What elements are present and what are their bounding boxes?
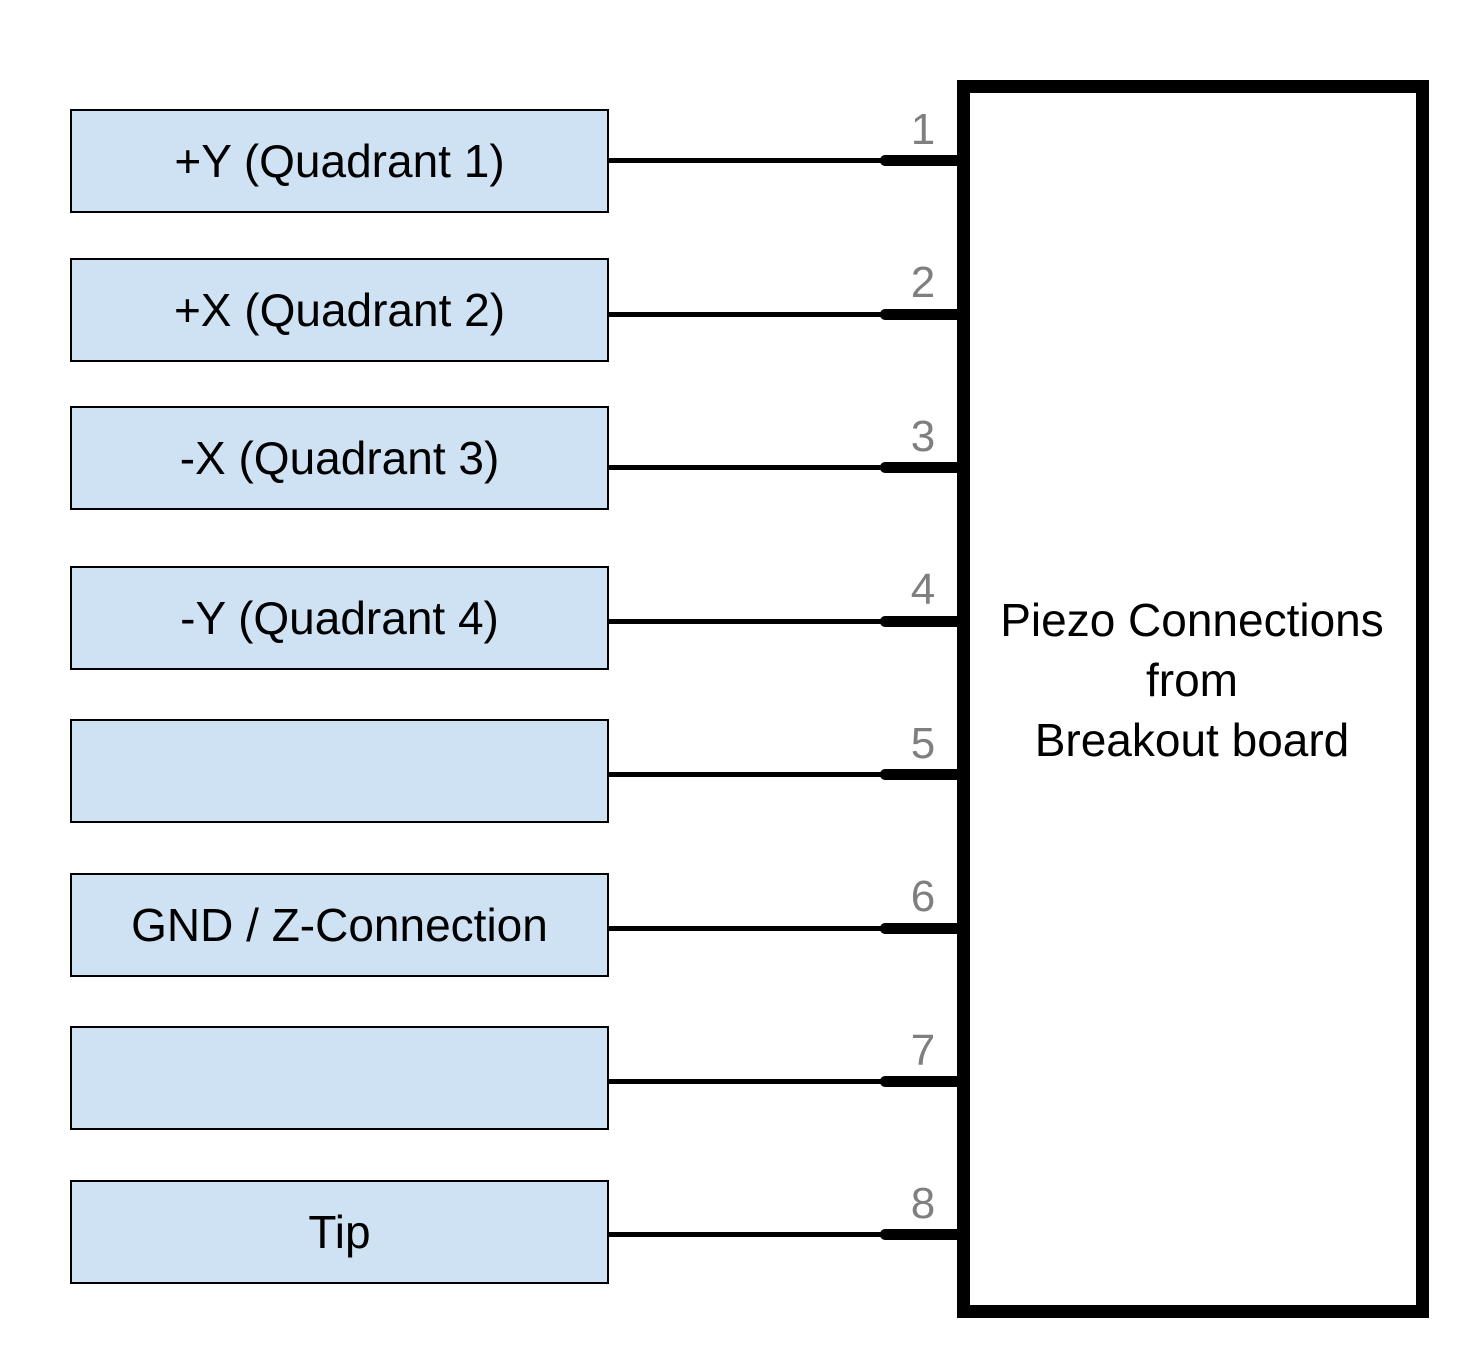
wire-pin-3 bbox=[609, 465, 884, 470]
pin-stub-4 bbox=[880, 616, 962, 627]
pin-number-7: 7 bbox=[910, 1026, 936, 1075]
wire-pin-5 bbox=[609, 772, 884, 777]
breakout-board-label: Piezo Connections from Breakout board bbox=[972, 590, 1412, 770]
pin-stub-2 bbox=[880, 309, 962, 320]
signal-box-pin-6: GND / Z-Connection bbox=[70, 873, 609, 977]
wire-pin-4 bbox=[609, 619, 884, 624]
pin-number-4: 4 bbox=[910, 565, 936, 614]
pin-number-1: 1 bbox=[910, 105, 936, 154]
pin-number-6: 6 bbox=[910, 872, 936, 921]
signal-box-pin-7 bbox=[70, 1026, 609, 1130]
wire-pin-2 bbox=[609, 312, 884, 317]
signal-box-pin-2: +X (Quadrant 2) bbox=[70, 258, 609, 362]
wire-pin-6 bbox=[609, 926, 884, 931]
pin-stub-3 bbox=[880, 462, 962, 473]
board-label-line-1: Piezo Connections bbox=[1000, 594, 1384, 646]
pin-number-5: 5 bbox=[910, 719, 936, 768]
pin-stub-8 bbox=[880, 1229, 962, 1240]
board-label-line-2: from bbox=[1146, 654, 1238, 706]
signal-box-pin-5 bbox=[70, 719, 609, 823]
pin-number-3: 3 bbox=[910, 412, 936, 461]
signal-box-pin-1: +Y (Quadrant 1) bbox=[70, 109, 609, 213]
pin-stub-7 bbox=[880, 1076, 962, 1087]
pin-number-8: 8 bbox=[910, 1179, 936, 1228]
signal-box-pin-3: -X (Quadrant 3) bbox=[70, 406, 609, 510]
board-label-line-3: Breakout board bbox=[1034, 714, 1350, 766]
wire-pin-1 bbox=[609, 158, 884, 163]
pin-number-2: 2 bbox=[910, 258, 936, 307]
wire-pin-7 bbox=[609, 1079, 884, 1084]
pin-stub-6 bbox=[880, 923, 962, 934]
pin-stub-1 bbox=[880, 155, 962, 166]
wire-pin-8 bbox=[609, 1232, 884, 1237]
signal-box-pin-4: -Y (Quadrant 4) bbox=[70, 566, 609, 670]
breakout-board bbox=[957, 80, 1429, 1318]
signal-box-pin-8: Tip bbox=[70, 1180, 609, 1284]
pin-stub-5 bbox=[880, 769, 962, 780]
